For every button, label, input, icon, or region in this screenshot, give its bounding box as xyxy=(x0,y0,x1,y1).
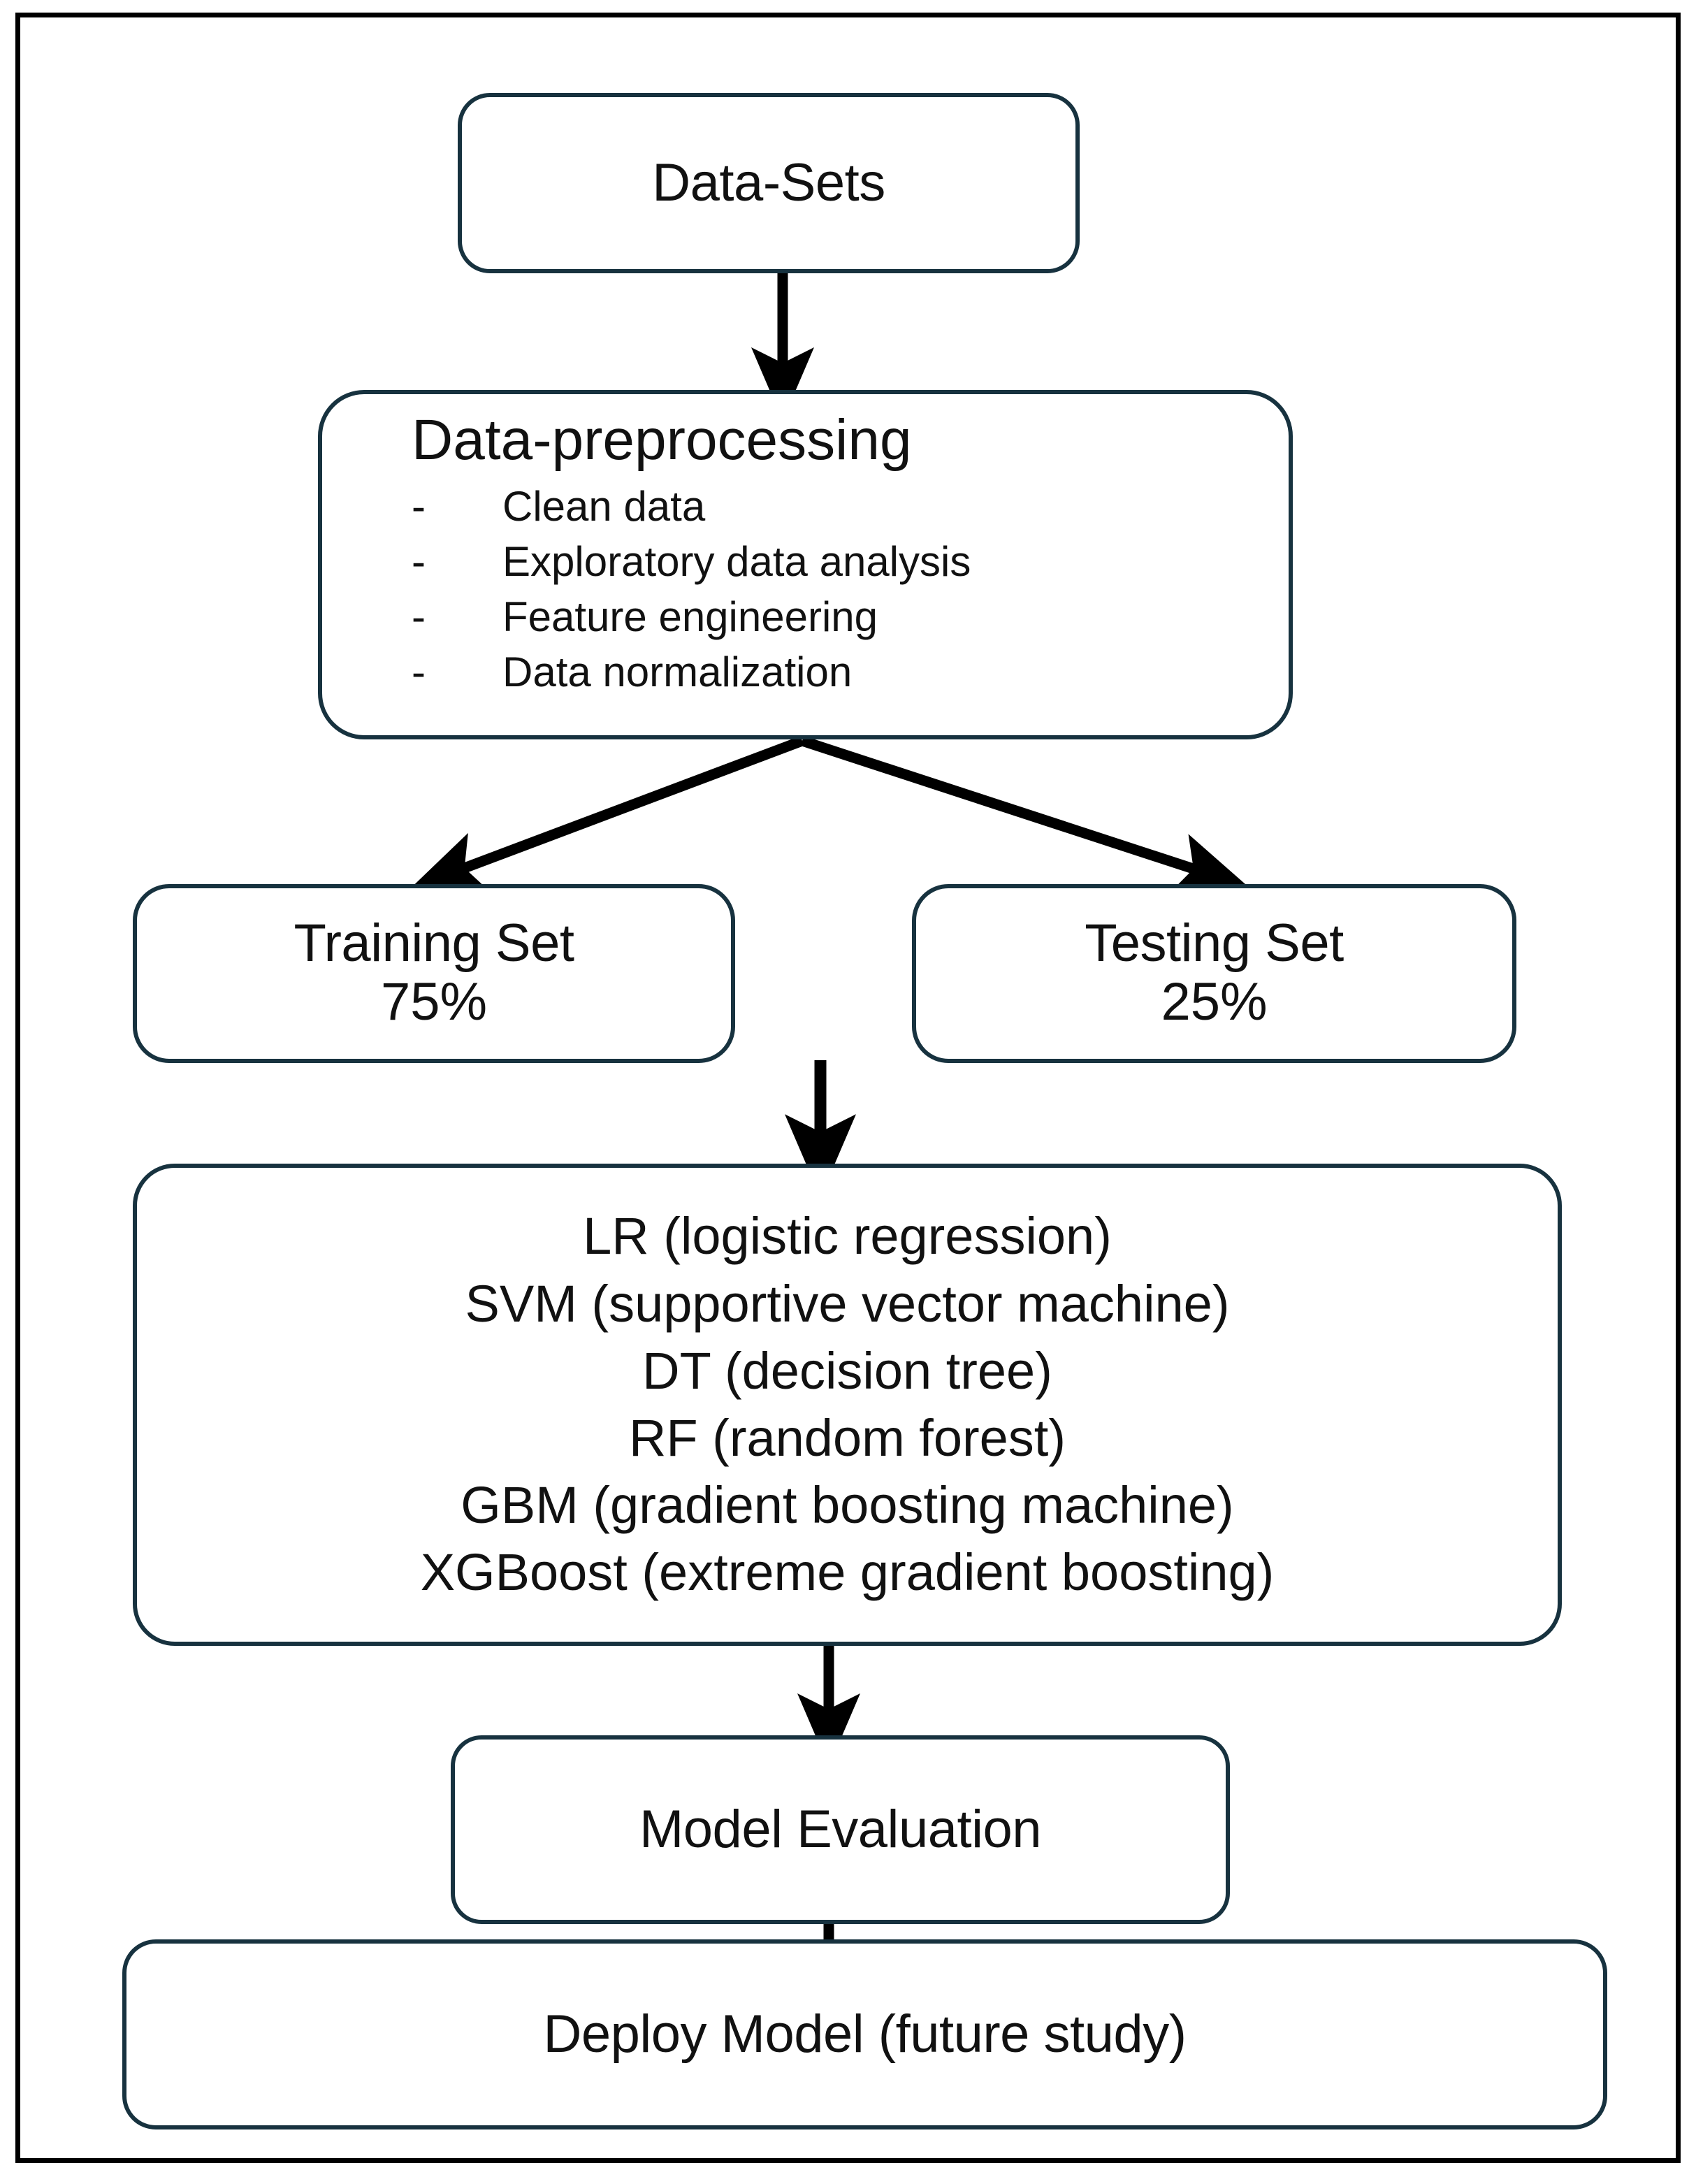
preprocessing-step-label: Feature engineering xyxy=(502,593,878,640)
node-model-evaluation-label: Model Evaluation xyxy=(639,1799,1042,1859)
node-testing-set-percentage: 25% xyxy=(1161,972,1268,1032)
model-list-item: XGBoost (extreme gradient boosting) xyxy=(420,1543,1275,1602)
node-data-preprocessing-title: Data-preprocessing xyxy=(412,408,912,472)
node-data-preprocessing[interactable]: Data-preprocessing - Clean data - Explor… xyxy=(318,390,1293,739)
node-deploy-model-label: Deploy Model (future study) xyxy=(543,2004,1187,2064)
model-list-item: LR (logistic regression) xyxy=(583,1207,1112,1266)
preprocessing-step-item: - Exploratory data analysis xyxy=(412,534,1289,589)
node-deploy-model[interactable]: Deploy Model (future study) xyxy=(122,1939,1607,2129)
bullet-dash-marker: - xyxy=(412,593,426,640)
node-model-list[interactable]: LR (logistic regression) SVM (supportive… xyxy=(133,1164,1562,1646)
node-training-set-percentage: 75% xyxy=(380,972,488,1032)
node-data-sets[interactable]: Data-Sets xyxy=(458,93,1080,273)
preprocessing-step-list: - Clean data - Exploratory data analysis… xyxy=(322,479,1289,700)
node-training-set[interactable]: Training Set 75% xyxy=(133,884,735,1063)
bullet-dash-marker: - xyxy=(412,537,426,585)
node-testing-set-label: Testing Set xyxy=(1085,913,1344,974)
preprocessing-step-label: Clean data xyxy=(502,482,706,530)
bullet-dash-marker: - xyxy=(412,649,426,696)
preprocessing-step-item: - Clean data xyxy=(412,479,1289,534)
model-list-item: DT (decision tree) xyxy=(642,1341,1052,1400)
node-testing-set[interactable]: Testing Set 25% xyxy=(912,884,1516,1063)
preprocessing-step-label: Data normalization xyxy=(502,649,853,696)
node-training-set-label: Training Set xyxy=(293,913,574,974)
outer-border-frame xyxy=(15,13,1681,2163)
model-list-item: GBM (gradient boosting machine) xyxy=(461,1476,1234,1535)
bullet-dash-marker: - xyxy=(412,482,426,530)
preprocessing-step-item: - Data normalization xyxy=(412,644,1289,700)
node-data-sets-label: Data-Sets xyxy=(652,152,885,212)
node-model-evaluation[interactable]: Model Evaluation xyxy=(451,1735,1230,1924)
preprocessing-step-label: Exploratory data analysis xyxy=(502,537,971,585)
model-list-item: SVM (supportive vector machine) xyxy=(465,1274,1230,1333)
model-list-item: RF (random forest) xyxy=(628,1409,1066,1467)
preprocessing-step-item: - Feature engineering xyxy=(412,589,1289,644)
